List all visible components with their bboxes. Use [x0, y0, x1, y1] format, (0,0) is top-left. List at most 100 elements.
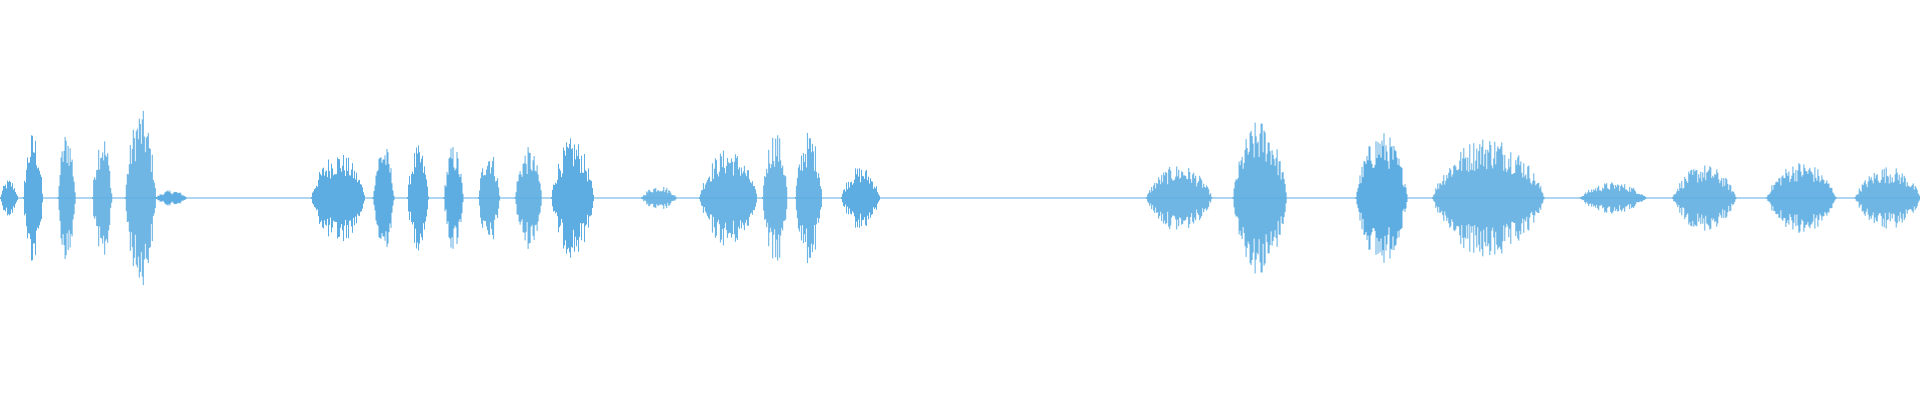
waveform-sample	[329, 171, 330, 225]
waveform-sample	[1875, 175, 1877, 221]
waveform-sample	[130, 163, 132, 233]
waveform-sample	[1708, 170, 1710, 226]
waveform-sample	[1884, 183, 1886, 213]
waveform-sample	[2, 190, 3, 206]
waveform-sample	[661, 191, 663, 205]
waveform-sample	[795, 185, 797, 211]
waveform-sample	[1887, 176, 1889, 220]
waveform-sample	[1800, 171, 1802, 225]
waveform-sample	[1481, 146, 1483, 250]
waveform-sample	[106, 156, 108, 239]
waveform-sample	[1873, 173, 1875, 224]
waveform-sample	[171, 194, 173, 202]
waveform-sample	[814, 146, 816, 250]
waveform-sample	[565, 155, 566, 241]
waveform-sample	[491, 167, 493, 229]
waveform-sample	[1373, 167, 1375, 229]
waveform-sample	[1604, 183, 1606, 213]
waveform-sample	[771, 164, 773, 232]
waveform-sample	[382, 159, 384, 237]
waveform-segment	[1355, 133, 1408, 263]
waveform-sample	[134, 161, 136, 235]
waveform-sample	[1733, 192, 1735, 204]
waveform-sample	[516, 181, 518, 215]
waveform-sample	[174, 191, 176, 205]
waveform-sample	[373, 191, 375, 205]
waveform-sample	[1239, 165, 1241, 231]
waveform-sample	[1860, 191, 1862, 205]
waveform-sample	[1250, 130, 1252, 265]
waveform-sample	[721, 167, 723, 229]
waveform-sample	[154, 187, 156, 209]
waveform-sample	[1644, 196, 1646, 200]
waveform-sample	[1892, 182, 1894, 214]
waveform-sample	[337, 157, 338, 239]
waveform-sample	[582, 172, 583, 224]
waveform-sample	[559, 168, 560, 228]
waveform-sample	[1404, 184, 1406, 212]
waveform-sample	[579, 159, 580, 237]
waveform-sample	[848, 181, 849, 215]
waveform-sample	[663, 187, 665, 209]
waveform-sample	[1861, 184, 1863, 212]
waveform-sample	[861, 169, 862, 226]
waveform-sample	[554, 185, 555, 211]
waveform-sample	[1380, 157, 1382, 239]
waveform-sample	[1906, 182, 1908, 214]
waveform-sample	[139, 123, 141, 273]
waveform-sample	[414, 153, 415, 243]
waveform-sample	[1462, 158, 1464, 238]
waveform-sample	[1618, 185, 1620, 211]
waveform-sample	[1589, 192, 1591, 204]
waveform-sample	[322, 168, 323, 228]
waveform-sample	[1396, 157, 1398, 239]
waveform-sample	[772, 137, 774, 259]
waveform-sample	[1634, 190, 1636, 206]
waveform-sample	[344, 170, 345, 226]
waveform-sample	[424, 166, 425, 230]
waveform-segment	[1232, 122, 1287, 274]
waveform-segment	[1146, 166, 1213, 230]
waveform-sample	[1484, 154, 1486, 242]
waveform-sample	[1611, 182, 1613, 214]
waveform-sample	[1675, 193, 1677, 203]
waveform-sample	[520, 174, 522, 222]
waveform-sample	[1271, 150, 1273, 246]
waveform-sample	[421, 158, 422, 238]
waveform-sample	[0, 197, 1, 199]
waveform-sample	[1687, 183, 1689, 214]
waveform-sample	[1372, 168, 1374, 228]
waveform-sample	[1689, 173, 1691, 223]
waveform-sample	[591, 180, 592, 216]
waveform-sample	[1703, 177, 1705, 219]
waveform-sample	[484, 175, 486, 221]
waveform-sample	[1714, 173, 1716, 223]
waveform-sample	[1855, 195, 1857, 201]
waveform-sample	[1456, 170, 1458, 227]
waveform-sample	[318, 179, 319, 217]
waveform-sample	[1180, 177, 1182, 219]
waveform-sample	[1526, 179, 1528, 217]
waveform-sample	[746, 170, 748, 226]
waveform-sample	[336, 174, 337, 222]
waveform-sample	[1397, 164, 1399, 232]
waveform-sample	[1261, 123, 1263, 273]
waveform-sample	[312, 192, 313, 204]
waveform-sample	[819, 186, 821, 210]
waveform-sample	[1808, 169, 1810, 227]
waveform-sample	[1268, 142, 1270, 254]
waveform-sample	[1588, 190, 1590, 206]
waveform-sample	[357, 182, 358, 214]
waveform-sample	[1251, 136, 1253, 260]
waveform-sample	[528, 152, 530, 244]
waveform-sample	[775, 138, 777, 258]
waveform-sample	[61, 151, 63, 245]
waveform-sample	[1443, 175, 1445, 221]
waveform-sample	[418, 145, 419, 251]
waveform-sample	[1157, 183, 1159, 213]
waveform-sample	[343, 154, 344, 242]
waveform-sample	[573, 166, 574, 230]
waveform-sample	[1280, 179, 1282, 217]
waveform-sample	[739, 175, 741, 221]
